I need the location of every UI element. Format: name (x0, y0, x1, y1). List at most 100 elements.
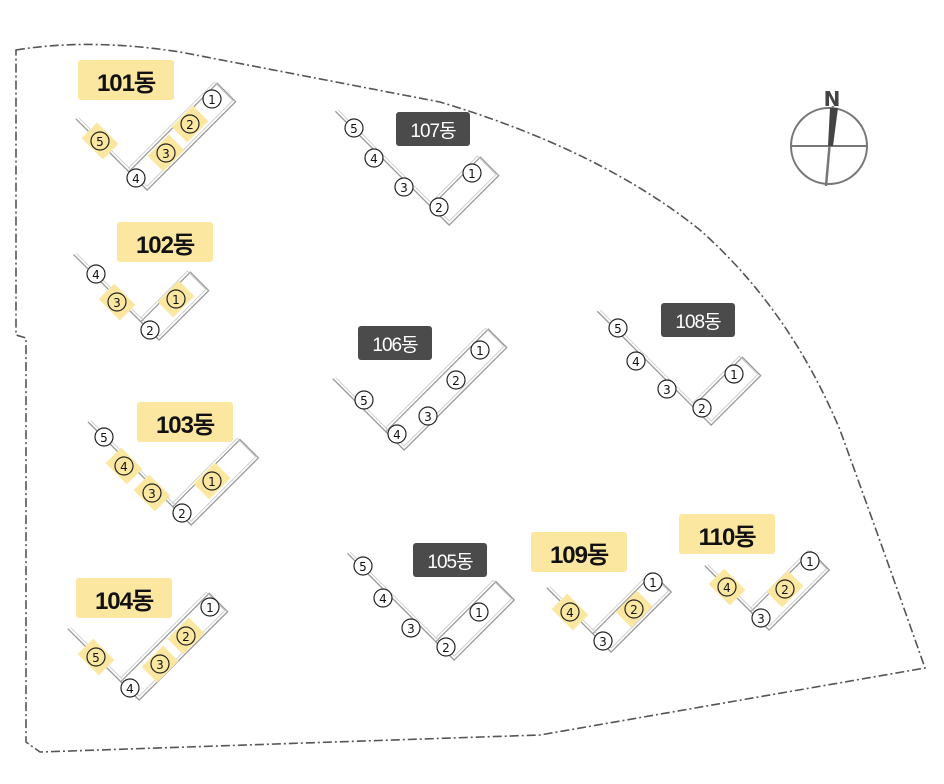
building-label-104[interactable]: 104동 (76, 578, 172, 618)
unit-marker[interactable] (344, 118, 364, 138)
unit-marker[interactable] (373, 588, 393, 608)
compass-label: N (824, 87, 841, 111)
unit-marker[interactable] (176, 626, 196, 646)
unit-number: 1 (475, 606, 483, 620)
unit-number: 1 (172, 293, 180, 307)
unit-marker[interactable] (114, 456, 134, 476)
unit-number: 2 (146, 324, 154, 338)
building-103[interactable]: 5 4 3 2 1 (87, 420, 260, 527)
unit-number: 2 (186, 118, 194, 132)
building-label-108[interactable]: 108동 (661, 303, 735, 337)
unit-marker[interactable] (436, 637, 456, 657)
unit-marker[interactable] (94, 427, 114, 447)
unit-number: 3 (663, 383, 671, 397)
unit-number: 3 (162, 147, 170, 161)
unit-number: 3 (148, 487, 156, 501)
unit-marker[interactable] (202, 89, 222, 109)
unit-marker[interactable] (560, 602, 580, 622)
unit-marker[interactable] (657, 379, 677, 399)
unit-marker[interactable] (624, 599, 644, 619)
unit-number: 2 (435, 201, 443, 215)
unit-marker[interactable] (470, 340, 490, 360)
unit-marker[interactable] (626, 351, 646, 371)
unit-marker[interactable] (724, 364, 744, 384)
unit-number: 3 (400, 181, 408, 195)
building-label-109[interactable]: 109동 (531, 532, 627, 572)
building-label-103[interactable]: 103동 (137, 402, 233, 442)
unit-number: 4 (120, 460, 128, 474)
unit-marker[interactable] (469, 602, 489, 622)
unit-number: 1 (468, 167, 476, 181)
unit-marker[interactable] (142, 483, 162, 503)
unit-number: 2 (442, 641, 450, 655)
unit-marker[interactable] (107, 292, 127, 312)
unit-number: 4 (632, 355, 640, 369)
unit-marker[interactable] (86, 264, 106, 284)
unit-number: 5 (100, 431, 108, 445)
building-label-110[interactable]: 110동 (679, 514, 775, 554)
unit-marker[interactable] (418, 406, 438, 426)
unit-marker[interactable] (353, 556, 373, 576)
unit-number: 2 (452, 374, 460, 388)
building-label-102[interactable]: 102동 (117, 222, 213, 262)
unit-marker[interactable] (394, 177, 414, 197)
unit-marker[interactable] (800, 551, 820, 571)
unit-marker[interactable] (608, 318, 628, 338)
unit-number: 1 (208, 475, 216, 489)
building-label-107[interactable]: 107동 (396, 112, 470, 146)
unit-number: 4 (132, 172, 140, 186)
unit-marker[interactable] (156, 143, 176, 163)
unit-number: 3 (156, 658, 164, 672)
unit-marker[interactable] (446, 370, 466, 390)
unit-number: 1 (649, 576, 657, 590)
unit-number: 5 (96, 135, 104, 149)
unit-marker[interactable] (120, 678, 140, 698)
unit-marker[interactable] (202, 471, 222, 491)
unit-marker[interactable] (86, 647, 106, 667)
unit-marker[interactable] (429, 197, 449, 217)
unit-marker[interactable] (387, 424, 407, 444)
unit-marker[interactable] (172, 503, 192, 523)
unit-marker[interactable] (401, 618, 421, 638)
unit-marker[interactable] (140, 320, 160, 340)
unit-marker[interactable] (775, 579, 795, 599)
unit-number: 1 (208, 93, 216, 107)
unit-number: 2 (178, 507, 186, 521)
unit-number: 5 (614, 322, 622, 336)
unit-marker[interactable] (150, 654, 170, 674)
building-label-106[interactable]: 106동 (358, 326, 432, 360)
unit-number: 4 (723, 581, 731, 595)
building-101[interactable]: 5 4 3 21 (75, 81, 237, 192)
unit-number: 2 (781, 583, 789, 597)
unit-number: 4 (566, 606, 574, 620)
unit-marker[interactable] (692, 398, 712, 418)
unit-number: 4 (370, 152, 378, 166)
unit-marker[interactable] (90, 131, 110, 151)
unit-marker[interactable] (462, 163, 482, 183)
unit-marker[interactable] (354, 390, 374, 410)
building-label-105[interactable]: 105동 (413, 543, 487, 577)
unit-marker[interactable] (643, 572, 663, 592)
unit-marker[interactable] (166, 289, 186, 309)
unit-marker[interactable] (200, 597, 220, 617)
building-label-101[interactable]: 101동 (78, 60, 174, 100)
unit-marker[interactable] (364, 148, 384, 168)
unit-marker[interactable] (717, 577, 737, 597)
unit-marker[interactable] (180, 114, 200, 134)
unit-number: 4 (379, 592, 387, 606)
unit-number: 3 (407, 622, 415, 636)
unit-number: 3 (757, 612, 765, 626)
unit-marker[interactable] (751, 608, 771, 628)
unit-marker[interactable] (126, 168, 146, 188)
unit-marker[interactable] (593, 631, 613, 651)
site-boundary (15, 43, 927, 753)
